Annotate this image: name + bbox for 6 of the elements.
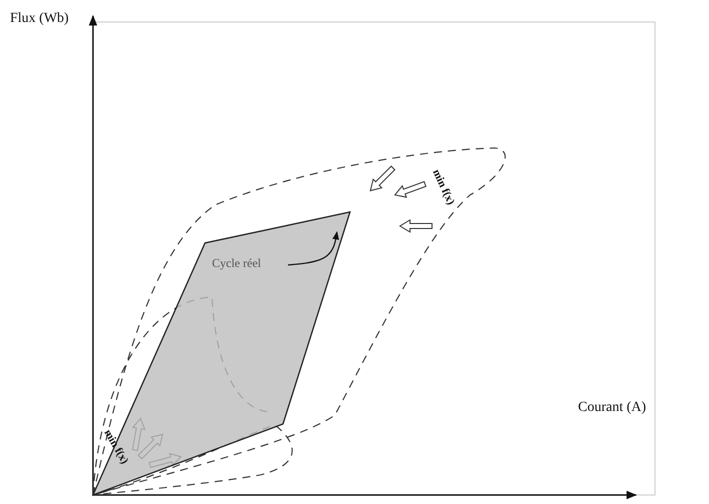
cycle-label: Cycle réel (212, 257, 261, 269)
curve-label: min f(x) (430, 168, 456, 207)
curve-label: min f(x) (101, 428, 130, 466)
leader-arrow (288, 231, 340, 266)
axis-label: Flux (Wb) (10, 12, 69, 26)
axis-label: Courant (A) (578, 401, 646, 415)
